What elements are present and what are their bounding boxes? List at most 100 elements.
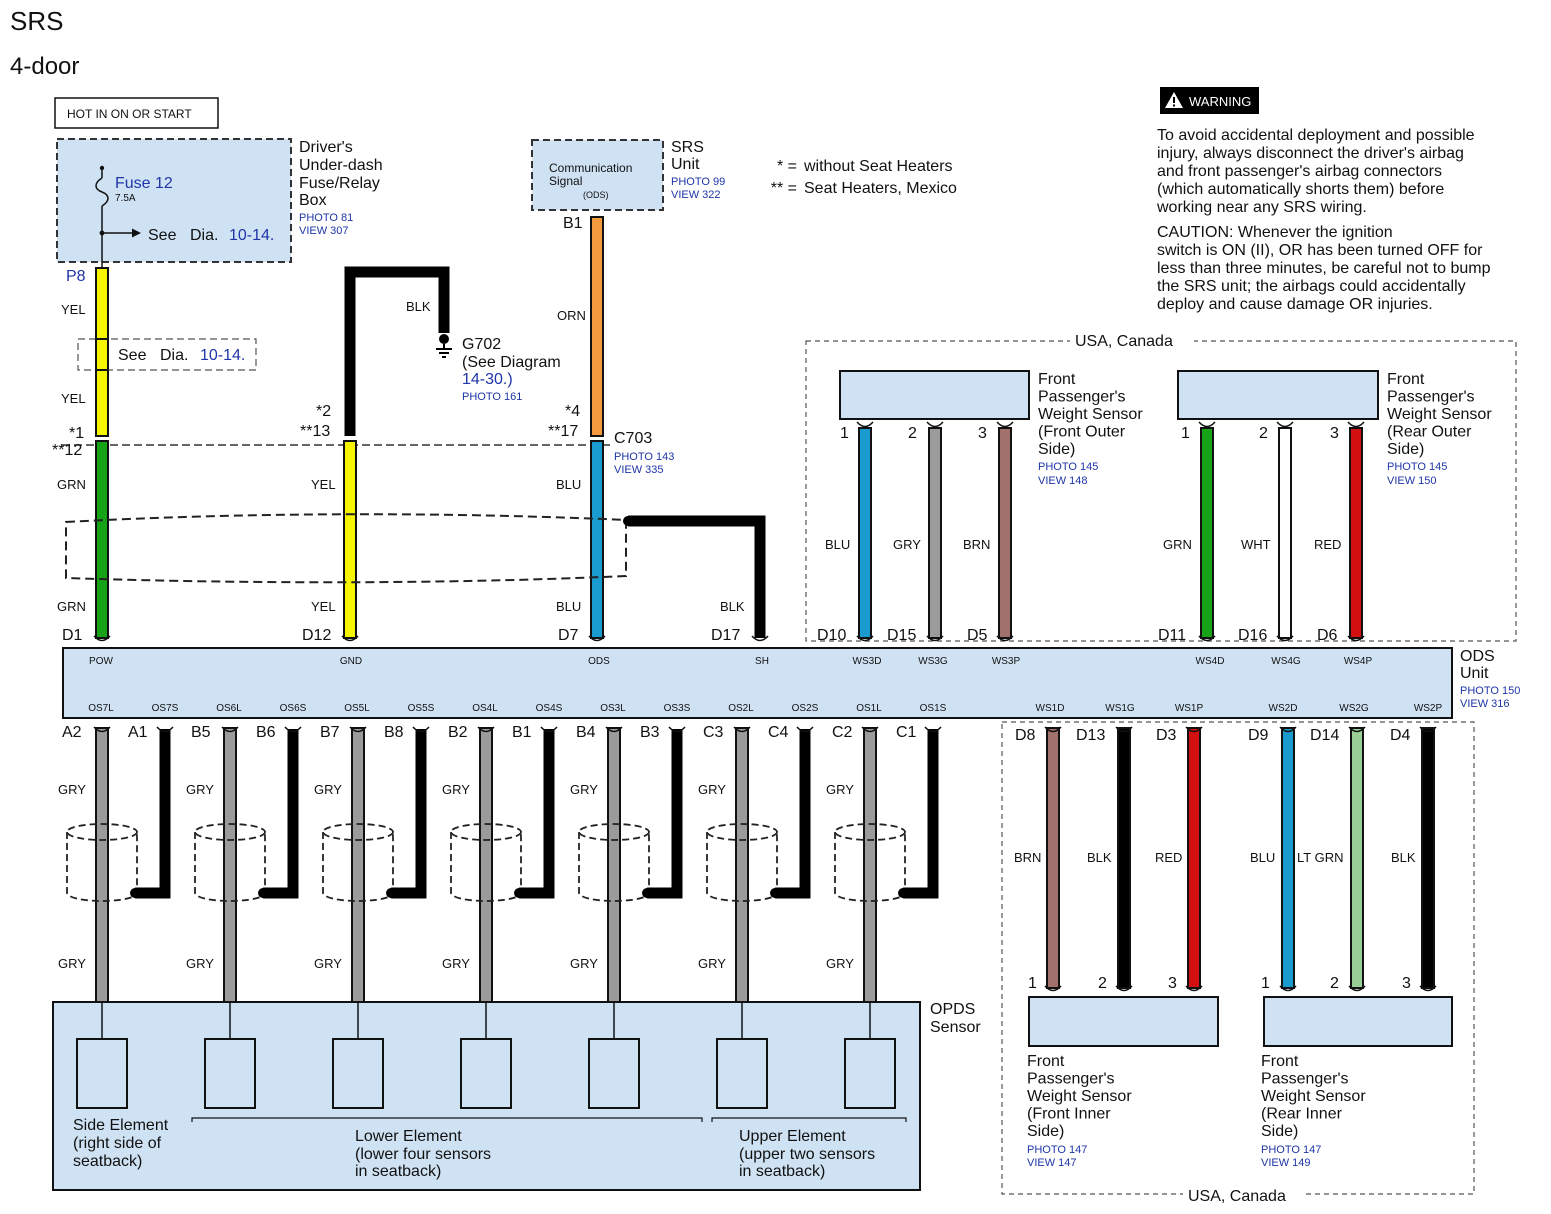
shield-icon: [194, 823, 266, 902]
pin-star2: *2: [316, 403, 331, 420]
weight-sensor-front-outer-name: Front: [1038, 371, 1076, 388]
connector-pin-cup: [924, 726, 942, 733]
ground-ref-link[interactable]: 14-30.): [462, 371, 513, 388]
wire-label-grn1: GRN: [57, 477, 86, 492]
opds-element-4: [460, 1038, 512, 1109]
ods-terminal-os1l: OS1L: [856, 703, 882, 714]
see-box-dia: Dia.: [160, 347, 188, 364]
connector-pin-cup: [861, 726, 879, 733]
weight-sensor-rear-inner-name: Side): [1261, 1123, 1298, 1140]
fuse-see-ref-link[interactable]: 10-14.: [229, 227, 274, 244]
svg-text:injury, always disconnect the: injury, always disconnect the driver's a…: [1157, 145, 1464, 162]
connector-pin-cup: [1185, 726, 1203, 733]
shield-icon: [706, 823, 778, 902]
wire-label-gry: GRY: [570, 782, 598, 797]
ods-terminal-os1s: OS1S: [920, 703, 947, 714]
svg-text:PHOTO 81: PHOTO 81: [299, 212, 353, 224]
os-pin-c3: C3: [703, 724, 724, 741]
os-pin-b2: B2: [448, 724, 468, 741]
svg-text:seatback): seatback): [73, 1153, 142, 1170]
legend-star2-key: ** =: [771, 180, 797, 197]
weight-sensor-rear-inner-name: Passenger's: [1261, 1071, 1349, 1088]
ods-terminal-ws4d: WS4D: [1196, 656, 1225, 667]
shield-drain-dot: [898, 888, 908, 898]
wire-blk-shield-d17: [628, 515, 766, 638]
svg-text:Under-dash: Under-dash: [299, 157, 383, 174]
pin-star1: *1: [69, 425, 84, 442]
connector-pin-cup: [605, 726, 623, 733]
wire-label-gry: GRY: [442, 782, 470, 797]
connector-pin-cup: [1279, 726, 1297, 733]
wire-label-gry: GRY: [186, 782, 214, 797]
shield-icon: [834, 823, 906, 902]
ods-terminal-ws1d: WS1D: [1036, 703, 1065, 714]
weight-sensor-front-inner-name: Weight Sensor: [1027, 1088, 1132, 1105]
wire-blu-d10: [858, 427, 872, 639]
svg-text:To avoid accidental deployment: To avoid accidental deployment and possi…: [1157, 127, 1475, 144]
connector-pin-cup: [93, 635, 111, 642]
wire-label-blk: BLK: [1087, 850, 1112, 865]
ods-pin-d13: D13: [1076, 727, 1105, 744]
shield-drain-dot: [514, 888, 524, 898]
ods-terminal-ws3p: WS3P: [992, 656, 1021, 667]
svg-text:(right side of: (right side of: [73, 1135, 162, 1152]
weight-sensor-rear-inner-photo: PHOTO 147: [1261, 1144, 1321, 1156]
weight-sensor-front-outer-box: [839, 370, 1030, 420]
see-box-ref-link[interactable]: 10-14.: [200, 347, 245, 364]
connector-pin-cup: [1419, 985, 1437, 992]
shield-drain-dot: [386, 888, 396, 898]
wire-label-gry: GRY: [570, 956, 598, 971]
legend-star2-text: Seat Heaters, Mexico: [804, 180, 957, 197]
svg-text:less than three minutes, be ca: less than three minutes, be careful not …: [1157, 260, 1491, 277]
srs-pin-b1: B1: [563, 215, 583, 232]
ods-terminal-os3s: OS3S: [664, 703, 691, 714]
srs-signal-line1: Communication: [549, 161, 632, 175]
shield-icon: [322, 823, 394, 902]
svg-text:Box: Box: [299, 192, 327, 209]
ods-terminal-os7s: OS7S: [152, 703, 179, 714]
svg-text:VIEW 307: VIEW 307: [299, 225, 349, 237]
wire-label-red: RED: [1155, 850, 1182, 865]
weight-sensor-front-outer-name: (Front Outer: [1038, 424, 1126, 441]
usa-canada-bottom-label-bg: [1183, 1185, 1305, 1205]
wire-gry-b2: [479, 727, 493, 1003]
svg-text:the SRS unit; the airbags coul: the SRS unit; the airbags could accident…: [1157, 278, 1466, 295]
os-pin-c2: C2: [832, 724, 853, 741]
os-pin-b7: B7: [320, 724, 340, 741]
connector-pin-cup: [1347, 421, 1365, 428]
shield-icon: [578, 823, 650, 902]
weight-sensor-rear-inner-name: (Rear Inner: [1261, 1106, 1343, 1123]
weight-sensor-front-inner-view: VIEW 147: [1027, 1157, 1077, 1169]
wire-blk-ground: [344, 266, 450, 436]
wire-label-red: RED: [1314, 537, 1341, 552]
wire-label-gry: GRY: [314, 782, 342, 797]
wire-brn-d8: [1046, 727, 1060, 989]
wire-label-gry: GRY: [698, 956, 726, 971]
weight-sensor-front-inner-name: (Front Inner: [1027, 1106, 1111, 1123]
connector-pin-cup: [1115, 726, 1133, 733]
connector-pin-cup: [1185, 985, 1203, 992]
ods-terminal-pow: POW: [89, 656, 113, 667]
svg-text:(upper two sensors: (upper two sensors: [739, 1146, 875, 1163]
c703-view: VIEW 335: [614, 464, 664, 476]
ods-terminal-gnd: GND: [340, 656, 362, 667]
wire-gry-c2: [863, 727, 877, 1003]
wire-label-gry: GRY: [826, 782, 854, 797]
wire-gry-d15: [928, 427, 942, 639]
connector-pin-cup: [341, 635, 359, 642]
wire-blk-drain-b6: [263, 729, 299, 899]
ods-pin-d5: D5: [967, 627, 988, 644]
opds-element-2: [204, 1038, 256, 1109]
pin-d1: D1: [62, 627, 83, 644]
ods-terminal-ws1g: WS1G: [1105, 703, 1135, 714]
ods-pin-d6: D6: [1317, 627, 1338, 644]
wire-blk-d13: [1117, 727, 1131, 989]
connector-pin-cup: [668, 726, 686, 733]
svg-text:Driver's: Driver's: [299, 139, 353, 156]
caution-text: CAUTION: Whenever the ignition switch is…: [1157, 224, 1491, 313]
ods-pin-d10: D10: [817, 627, 846, 644]
wire-blk-d4: [1421, 727, 1435, 989]
sensor-pin-1: 1: [1261, 975, 1270, 992]
srs-signal-line3: (ODS): [583, 190, 609, 200]
